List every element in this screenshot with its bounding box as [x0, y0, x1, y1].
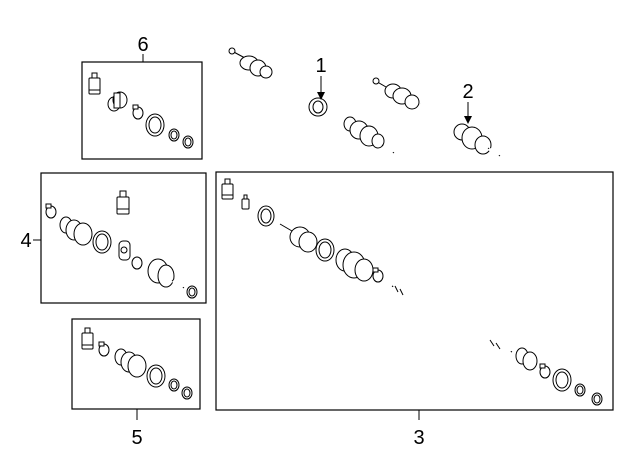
clamp-icon	[132, 104, 144, 120]
grease-tube-icon	[221, 178, 234, 200]
clamp-icon	[372, 267, 384, 283]
svg-text:2: 2	[462, 81, 473, 103]
clamp-icon	[98, 341, 110, 357]
small-grease-tube-icon	[241, 194, 250, 210]
washer-icon	[131, 256, 143, 270]
boot-icon	[114, 348, 147, 378]
clamp-icon	[539, 363, 551, 379]
cv-joint-icon	[279, 223, 318, 253]
svg-text:4: 4	[20, 230, 31, 252]
callout-2: 2	[462, 81, 474, 124]
boot-icon	[59, 216, 93, 246]
grease-tube-icon	[81, 327, 94, 350]
svg-text:3: 3	[413, 427, 424, 449]
kit-box-6[interactable]	[81, 61, 203, 160]
boot-icon	[515, 347, 538, 371]
svg-text:1: 1	[315, 55, 326, 77]
kit-box-4[interactable]	[40, 172, 207, 304]
grease-tube-icon	[88, 72, 101, 95]
grease-tube-icon	[116, 190, 130, 215]
callout-3: 3	[413, 410, 425, 449]
kit-box-3[interactable]	[215, 171, 614, 411]
axle-assembly-2[interactable]	[372, 77, 501, 157]
svg-text:5: 5	[131, 427, 142, 449]
cv-joint-icon	[147, 258, 185, 289]
svg-text:6: 6	[137, 34, 148, 56]
callout-1: 1	[315, 55, 327, 100]
axle-assembly-1[interactable]	[228, 47, 395, 154]
kit-box-5[interactable]	[71, 318, 201, 410]
shaft-icon	[391, 284, 513, 354]
callout-5: 5	[131, 409, 143, 449]
clamp-icon	[45, 203, 57, 219]
bushing-icon	[118, 240, 131, 261]
boot-icon	[335, 248, 374, 282]
callout-4: 4	[20, 230, 41, 252]
boot-icon	[107, 91, 128, 112]
callout-6: 6	[137, 34, 149, 62]
